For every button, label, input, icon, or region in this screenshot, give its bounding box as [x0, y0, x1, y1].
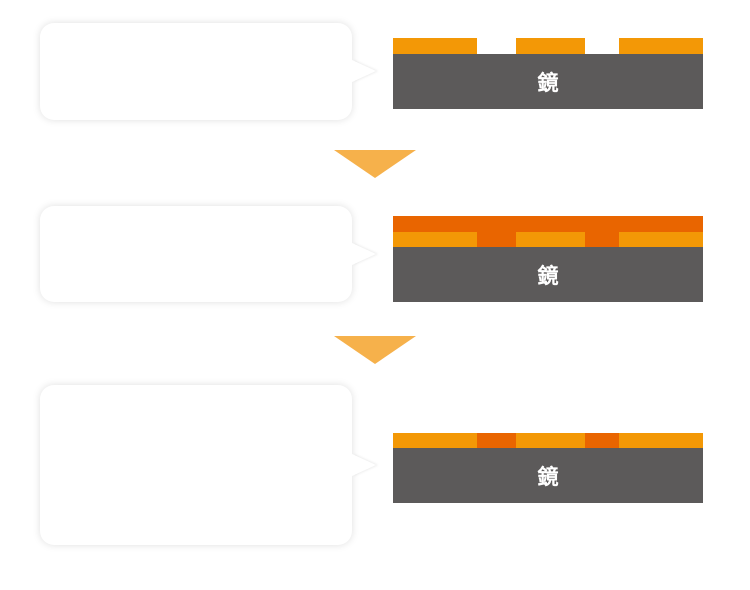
step-2-callout-pointer [352, 243, 376, 265]
step-2-top-coating [393, 216, 703, 232]
step-3-cross-section: 鏡 [393, 433, 703, 503]
filled-gap [585, 433, 619, 448]
electrode-segment [516, 232, 585, 247]
mirror-substrate: 鏡 [393, 54, 703, 109]
electrode-segment [393, 232, 477, 247]
step-1-cross-section: 鏡 [393, 38, 703, 109]
substrate-label: 鏡 [537, 263, 559, 288]
step-1-patterned-layer [393, 38, 703, 54]
filled-gap [477, 433, 516, 448]
step-2-callout [40, 206, 352, 302]
mirror-substrate: 鏡 [393, 448, 703, 503]
substrate-label: 鏡 [537, 70, 559, 95]
process-arrow-down [334, 336, 416, 364]
substrate-label: 鏡 [537, 464, 559, 489]
electrode-segment [393, 433, 477, 448]
process-arrow-down [334, 150, 416, 178]
step-1-callout [40, 23, 352, 120]
step-3-planarized-layer [393, 433, 703, 448]
electrode-segment [393, 38, 477, 54]
step-1-callout-pointer [352, 60, 376, 82]
step-2-patterned-layer [393, 232, 703, 247]
electrode-segment [516, 433, 585, 448]
step-3-callout [40, 385, 352, 545]
electrode-segment [516, 38, 585, 54]
mirror-substrate: 鏡 [393, 247, 703, 302]
filled-gap [585, 232, 619, 247]
electrode-segment [619, 38, 703, 54]
step-2-cross-section: 鏡 [393, 216, 703, 302]
electrode-segment [619, 433, 703, 448]
electrode-segment [619, 232, 703, 247]
filled-gap [477, 232, 516, 247]
step-3-callout-pointer [352, 454, 376, 476]
